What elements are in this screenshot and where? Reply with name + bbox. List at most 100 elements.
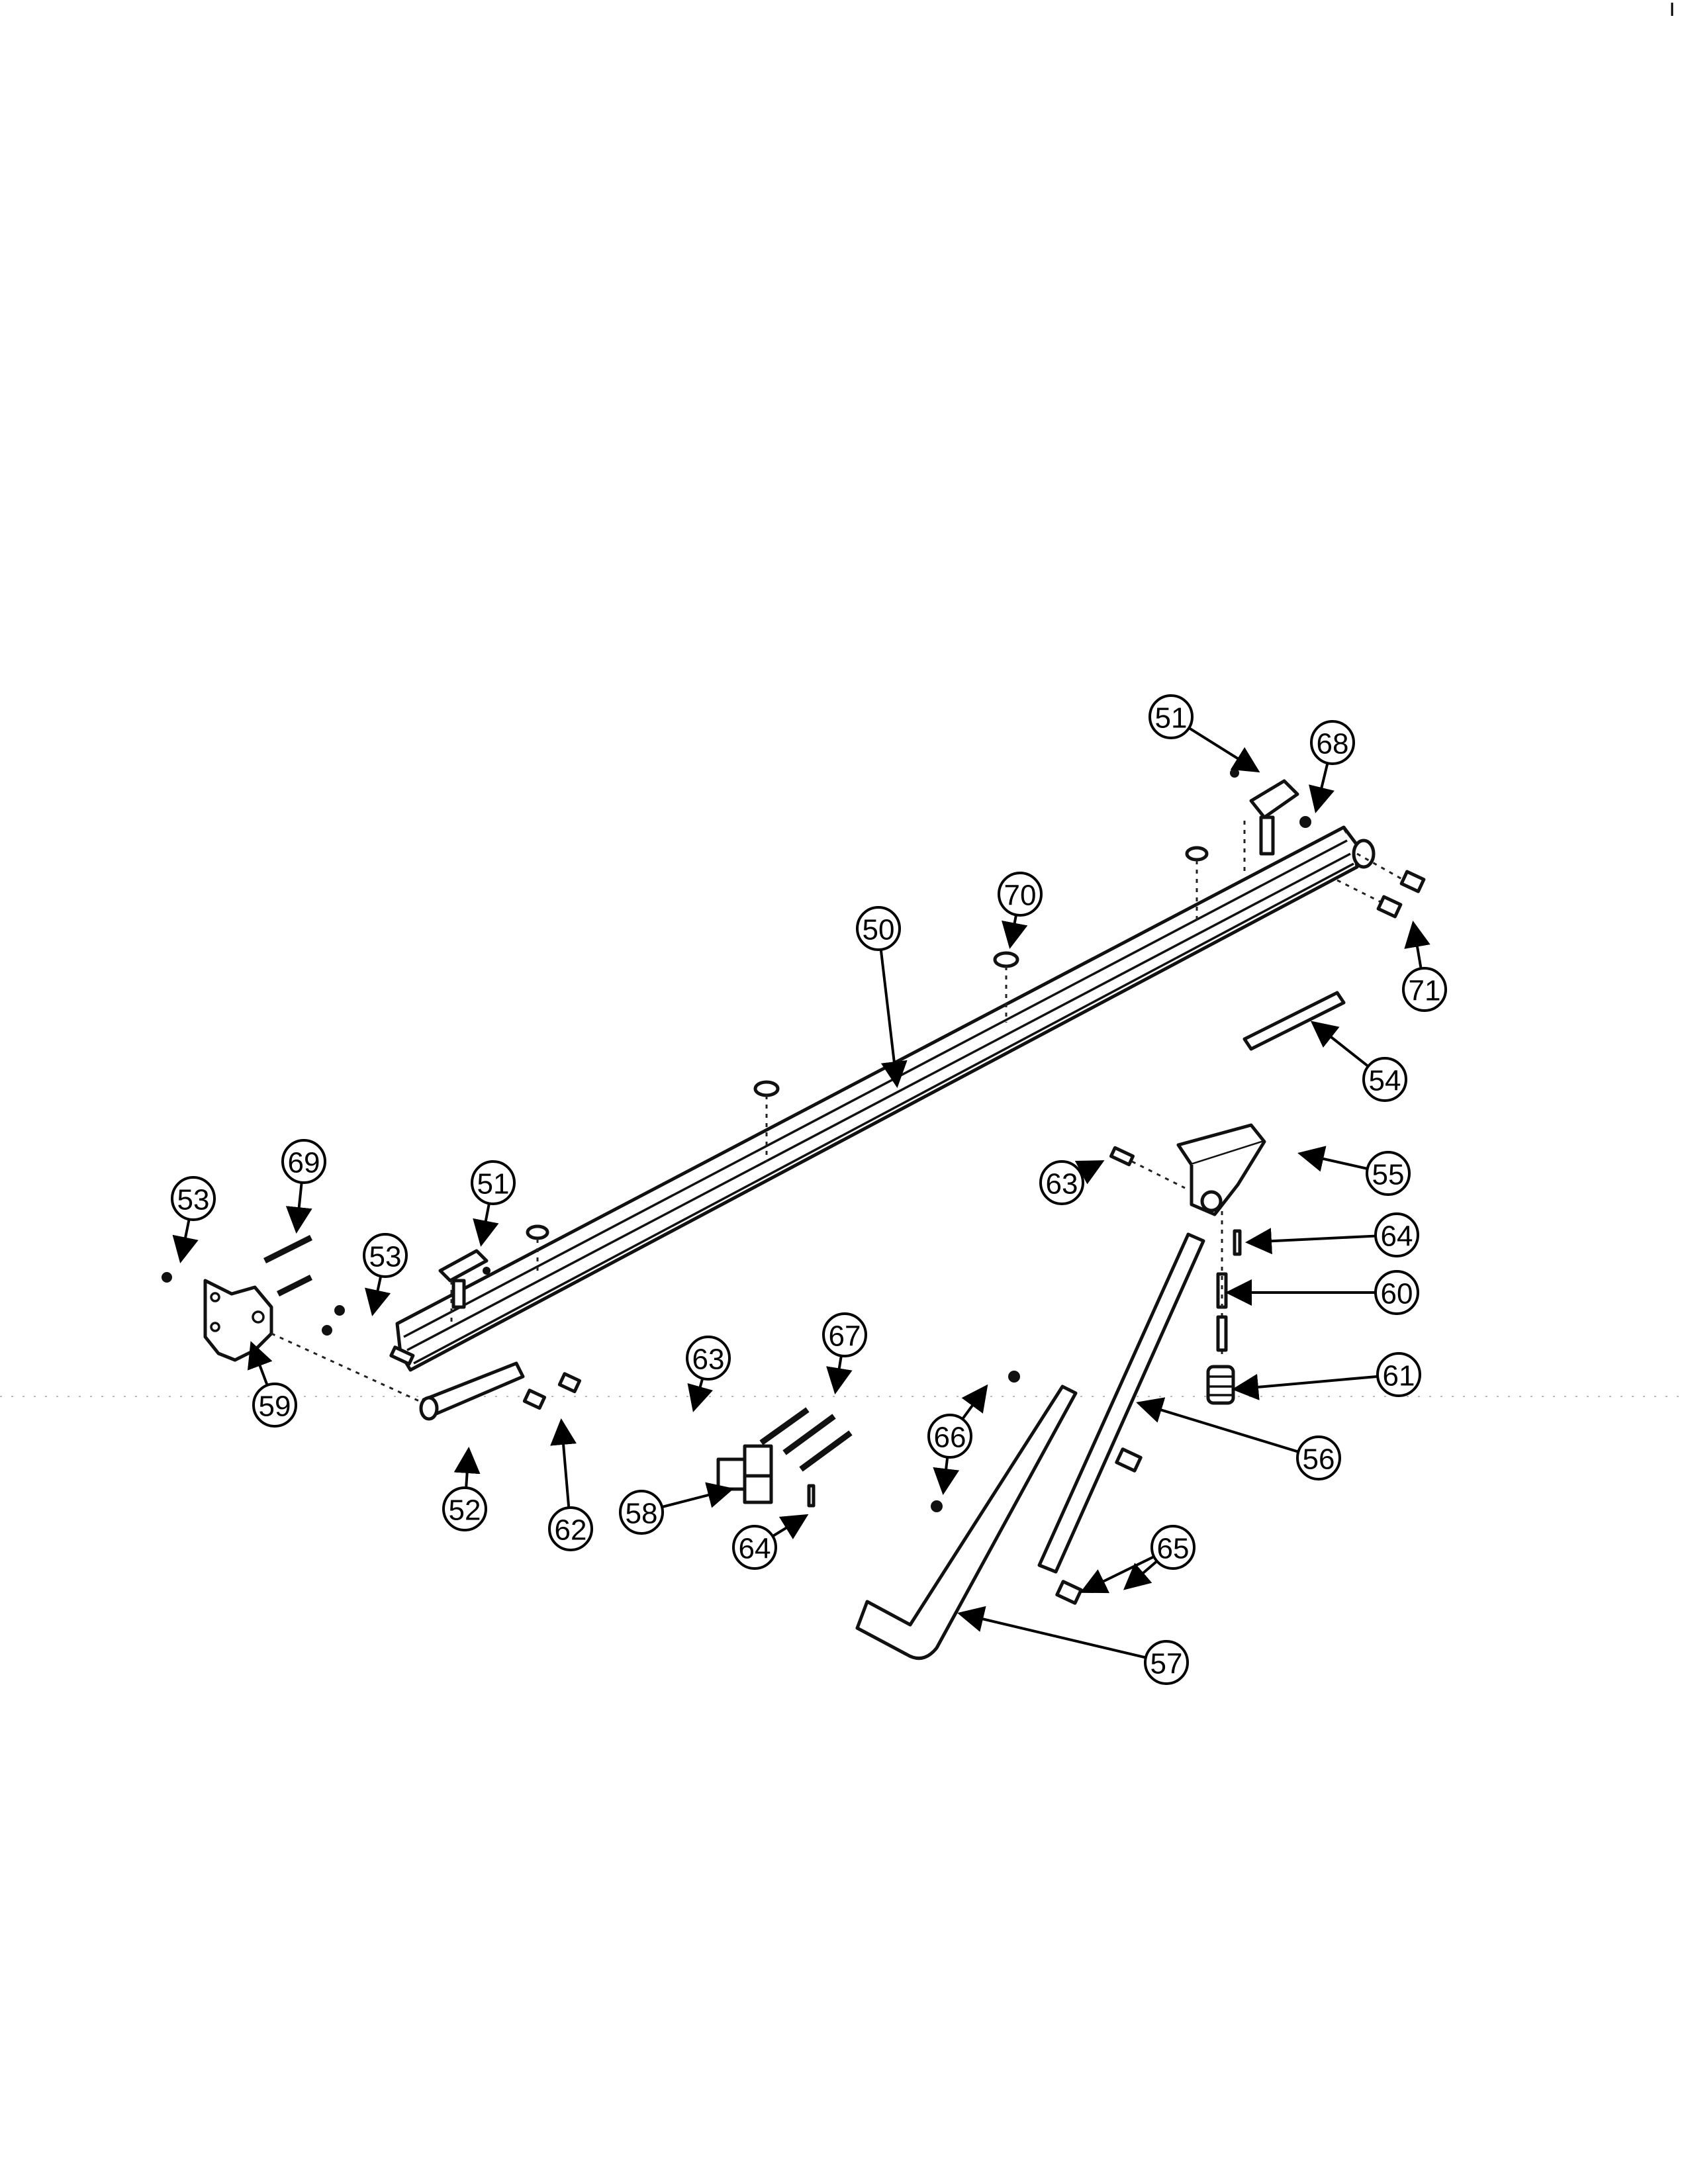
lag-screws-part-67 bbox=[759, 1407, 853, 1472]
leader-arrow-54 bbox=[1310, 1021, 1370, 1068]
leader-arrow-62 bbox=[550, 1418, 577, 1508]
callout-number: 52 bbox=[449, 1494, 481, 1527]
leader-arrow-63 bbox=[1074, 1160, 1105, 1185]
callout-circle bbox=[1296, 1435, 1341, 1480]
callout-circle bbox=[1402, 967, 1447, 1012]
leader-arrow-68 bbox=[1309, 762, 1335, 813]
callout-circle bbox=[927, 1414, 972, 1459]
callout-number: 50 bbox=[863, 914, 895, 946]
leader-arrow-70 bbox=[1002, 915, 1028, 949]
clevis-part-52 bbox=[419, 1361, 525, 1421]
t-bolts-part-70 bbox=[526, 846, 1209, 1274]
callout-61: 61 bbox=[1376, 1352, 1421, 1397]
leader-arrow-69 bbox=[285, 1182, 312, 1234]
callout-circle bbox=[1374, 1270, 1419, 1315]
callout-circle bbox=[1376, 1352, 1421, 1397]
leader-arrow-57 bbox=[957, 1606, 1147, 1659]
pin-part-63-lower bbox=[389, 1345, 415, 1366]
callout-64: 64 bbox=[1374, 1212, 1419, 1257]
callout-number: 56 bbox=[1303, 1443, 1335, 1476]
nuts-part-53 bbox=[162, 1272, 345, 1336]
callout-number: 59 bbox=[259, 1390, 291, 1423]
callout-53: 53 bbox=[171, 1176, 216, 1221]
callout-circle bbox=[1039, 1160, 1084, 1205]
spring-part-60 bbox=[1216, 1211, 1228, 1357]
callout-51: 51 bbox=[471, 1160, 516, 1205]
leader-arrow-65-secondary bbox=[1080, 1555, 1155, 1594]
cotter-pin-part-64-upper bbox=[1233, 1229, 1242, 1256]
callout-number: 58 bbox=[626, 1498, 658, 1530]
callout-circle bbox=[1310, 720, 1355, 765]
callout-50: 50 bbox=[856, 906, 901, 951]
callout-64: 64 bbox=[732, 1525, 777, 1570]
callout-number: 67 bbox=[829, 1320, 861, 1353]
bracket-part-51-left bbox=[438, 1249, 491, 1324]
callout-number: 62 bbox=[555, 1514, 587, 1547]
callout-circle bbox=[1374, 1212, 1419, 1257]
callout-number: 71 bbox=[1409, 975, 1441, 1007]
leader-arrow-53 bbox=[172, 1218, 199, 1263]
callout-52: 52 bbox=[442, 1486, 487, 1531]
header-bracket-part-59 bbox=[203, 1279, 424, 1404]
callout-number: 66 bbox=[934, 1422, 966, 1454]
callout-number: 51 bbox=[477, 1168, 510, 1201]
callout-circle bbox=[619, 1490, 664, 1535]
callout-circle bbox=[548, 1506, 593, 1551]
curved-arm-part-57 bbox=[855, 1385, 1078, 1661]
nut-part-68 bbox=[1299, 816, 1311, 828]
callout-68: 68 bbox=[1310, 720, 1355, 765]
callout-number: 64 bbox=[739, 1533, 771, 1565]
callout-53: 53 bbox=[363, 1233, 408, 1278]
callout-number: 57 bbox=[1150, 1648, 1183, 1680]
callout-circle bbox=[281, 1139, 326, 1184]
callout-62: 62 bbox=[548, 1506, 593, 1551]
callout-number: 69 bbox=[288, 1147, 320, 1179]
leader-arrow-71 bbox=[1404, 921, 1430, 969]
leader-arrow-51 bbox=[473, 1203, 499, 1247]
leader-arrow-63 bbox=[687, 1378, 714, 1412]
callout-number: 70 bbox=[1004, 880, 1037, 912]
straight-arm-part-56 bbox=[1037, 1232, 1205, 1574]
callout-circle bbox=[442, 1486, 487, 1531]
callout-number: 51 bbox=[1155, 702, 1188, 735]
callout-number: 65 bbox=[1157, 1533, 1190, 1565]
callout-number: 60 bbox=[1381, 1278, 1413, 1310]
nuts-part-66 bbox=[931, 1371, 1020, 1512]
callout-number: 64 bbox=[1381, 1220, 1413, 1253]
cotter-pin-part-64-lower bbox=[807, 1484, 816, 1508]
leader-arrow-64 bbox=[1245, 1228, 1376, 1255]
callout-59: 59 bbox=[252, 1383, 297, 1428]
bracket-part-51-right bbox=[1230, 768, 1299, 874]
callout-54: 54 bbox=[1362, 1057, 1407, 1102]
callout-circle bbox=[471, 1160, 516, 1205]
callout-57: 57 bbox=[1144, 1640, 1189, 1685]
callout-circle bbox=[732, 1525, 777, 1570]
callout-69: 69 bbox=[281, 1139, 326, 1184]
callout-number: 63 bbox=[1046, 1168, 1078, 1201]
door-bracket-part-58 bbox=[716, 1444, 773, 1504]
callout-number: 53 bbox=[177, 1184, 210, 1216]
leader-arrow-59 bbox=[247, 1341, 273, 1386]
callout-number: 54 bbox=[1369, 1065, 1401, 1097]
leader-arrow-58 bbox=[661, 1482, 734, 1508]
callout-number: 68 bbox=[1317, 728, 1349, 760]
leader-arrow-56 bbox=[1136, 1397, 1299, 1453]
callout-number: 55 bbox=[1372, 1159, 1405, 1191]
callout-63: 63 bbox=[686, 1336, 731, 1381]
callout-circle bbox=[686, 1336, 731, 1381]
callout-circle bbox=[1144, 1640, 1189, 1685]
screws-part-69 bbox=[263, 1234, 313, 1297]
callout-number: 61 bbox=[1383, 1360, 1415, 1392]
callout-56: 56 bbox=[1296, 1435, 1341, 1480]
trolley-part-55 bbox=[1176, 1123, 1266, 1216]
pin-part-63-upper bbox=[1109, 1146, 1186, 1189]
callout-circle bbox=[252, 1383, 297, 1428]
leader-arrow-52 bbox=[453, 1447, 481, 1488]
bolts-part-71 bbox=[1336, 852, 1426, 919]
callout-circle bbox=[1149, 694, 1194, 739]
callout-circle bbox=[822, 1312, 867, 1357]
callout-circle bbox=[171, 1176, 216, 1221]
leader-arrow-66 bbox=[961, 1384, 988, 1420]
leader-arrow-67 bbox=[826, 1355, 853, 1394]
